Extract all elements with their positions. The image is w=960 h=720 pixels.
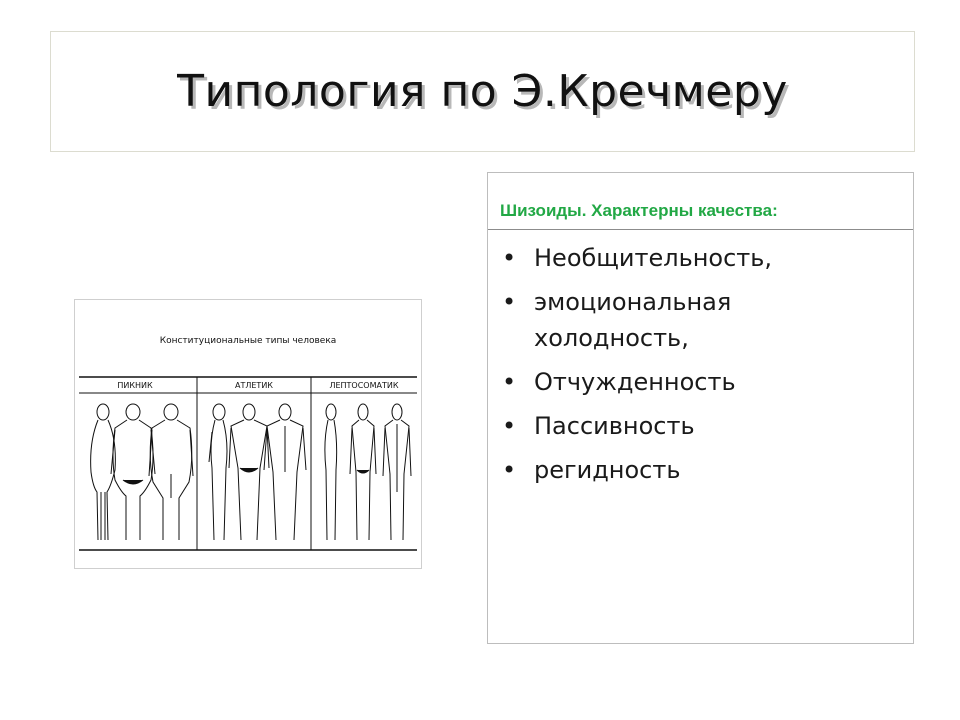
content-panel: Шизоиды. Характерны качества: • Необщител… xyxy=(487,172,914,644)
list-item-text: Отчужденность xyxy=(534,368,736,396)
content-header-text: Шизоиды. Характерны качества: xyxy=(500,201,778,220)
athletic-figures xyxy=(208,403,307,541)
list-item: • Отчужденность xyxy=(488,364,913,400)
list-item-text: Пассивность xyxy=(534,412,695,440)
list-item: • эмоциональная холодность, xyxy=(488,284,913,356)
figure-caption: Конституциональные типы человека xyxy=(160,336,337,346)
bullet-icon: • xyxy=(502,412,517,440)
athletic-figure-side xyxy=(208,403,228,541)
column-label-leptosomatic: ЛЕПТОСОМАТИК xyxy=(329,381,398,390)
bullet-icon: • xyxy=(502,288,517,316)
constitution-types-illustration: Конституциональные типы человека ПИКНИК … xyxy=(74,299,422,569)
column-label-pyknic: ПИКНИК xyxy=(117,381,153,390)
slide-title: Типология по Э.Кречмеру xyxy=(177,66,788,117)
leptosomatic-figures xyxy=(324,403,412,541)
pyknic-figure-front xyxy=(110,403,156,540)
athletic-figure-back xyxy=(263,403,307,541)
leptosomatic-figure-front xyxy=(349,403,377,541)
leptosomatic-figure-back xyxy=(382,403,412,541)
pyknic-figure-back xyxy=(148,403,194,540)
column-label-athletic: АТЛЕТИК xyxy=(235,381,273,390)
bullet-icon: • xyxy=(502,456,517,484)
content-header: Шизоиды. Характерны качества: xyxy=(488,173,913,230)
list-item: • Необщительность, xyxy=(488,240,913,276)
athletic-figure-front xyxy=(228,403,270,541)
body-types-drawing: Конституциональные типы человека ПИКНИК … xyxy=(79,336,417,551)
list-item-text: регидность xyxy=(534,456,681,484)
list-item-text: Необщительность, xyxy=(534,244,773,272)
list-item-text: эмоциональная холодность, xyxy=(534,288,732,352)
pyknic-figure-side xyxy=(90,403,116,541)
list-item: • Пассивность xyxy=(488,408,913,444)
bullet-icon: • xyxy=(502,244,517,272)
qualities-list: • Необщительность, • эмоциональная холодно… xyxy=(488,230,913,488)
pyknic-figures xyxy=(90,403,194,541)
bullet-icon: • xyxy=(502,368,517,396)
leptosomatic-figure-side xyxy=(324,403,338,541)
title-box: Типология по Э.Кречмеру xyxy=(50,31,915,152)
list-item: • регидность xyxy=(488,452,913,488)
